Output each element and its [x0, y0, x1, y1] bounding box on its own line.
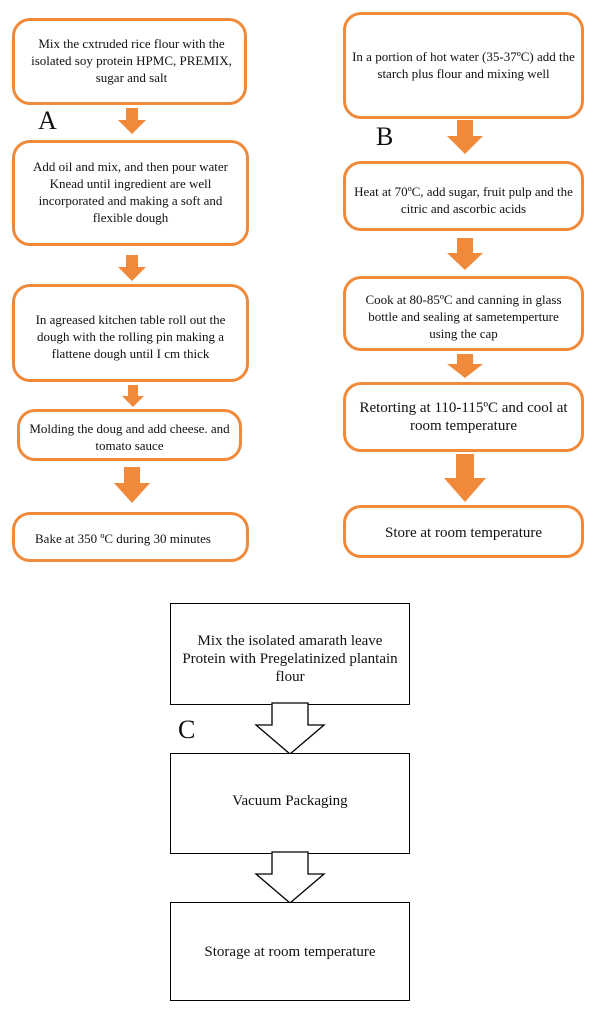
step-c2: Vacuum Packaging — [170, 753, 410, 854]
step-b1-text: In a portion of hot water (35-37ºC) add … — [352, 49, 575, 81]
arrow-a2 — [118, 255, 146, 281]
arrow-b2 — [447, 238, 483, 270]
step-a2: Add oil and mix, and then pour water Kne… — [12, 140, 249, 246]
arrow-c2 — [254, 851, 326, 904]
step-b3: Cook at 80-85ºC and canning in glass bot… — [343, 276, 584, 351]
step-c3-text: Storage at room temperature — [204, 944, 376, 960]
step-c1-text: Mix the isolated amarath leave Protein w… — [182, 633, 398, 685]
step-a1: Mix the cxtruded rice flour with the iso… — [12, 18, 247, 105]
step-b4: Retorting at 110-115ºC and cool at room … — [343, 382, 584, 452]
arrow-a3 — [122, 385, 144, 407]
step-a1-text: Mix the cxtruded rice flour with the iso… — [31, 36, 232, 85]
step-b2: Heat at 70ºC, add sugar, fruit pulp and … — [343, 161, 584, 231]
step-b5: Store at room temperature — [343, 505, 584, 558]
step-b5-text: Store at room temperature — [384, 525, 543, 541]
step-c1: Mix the isolated amarath leave Protein w… — [170, 603, 410, 705]
arrow-c1 — [254, 702, 326, 755]
arrow-b4 — [444, 454, 486, 502]
label-c: C — [178, 715, 196, 744]
step-a3: In agreased kitchen table roll out the d… — [12, 284, 249, 382]
arrow-b1 — [447, 120, 483, 154]
step-a4: Molding the doug and add cheese. and tom… — [17, 409, 242, 461]
step-b3-text: Cook at 80-85ºC and canning in glass bot… — [365, 292, 562, 341]
step-a3-text: In agreased kitchen table roll out the d… — [35, 312, 226, 361]
step-c3: Storage at room temperature — [170, 902, 410, 1001]
arrow-b3 — [447, 354, 483, 378]
step-c2-text: Vacuum Packaging — [232, 793, 348, 809]
step-b4-text: Retorting at 110-115ºC and cool at room … — [359, 400, 568, 434]
step-b1: In a portion of hot water (35-37ºC) add … — [343, 12, 584, 119]
step-a5-text: Bake at 350 ºC during 30 minutes — [35, 531, 211, 546]
step-b2-text: Heat at 70ºC, add sugar, fruit pulp and … — [354, 184, 573, 216]
arrow-a4 — [114, 467, 150, 503]
label-a: A — [38, 106, 57, 135]
step-a4-text: Molding the doug and add cheese. and tom… — [29, 421, 230, 453]
label-b: B — [376, 122, 394, 151]
arrow-a1 — [118, 108, 146, 134]
step-a2-text: Add oil and mix, and then pour water Kne… — [33, 159, 228, 225]
step-a5: Bake at 350 ºC during 30 minutes — [12, 512, 249, 562]
